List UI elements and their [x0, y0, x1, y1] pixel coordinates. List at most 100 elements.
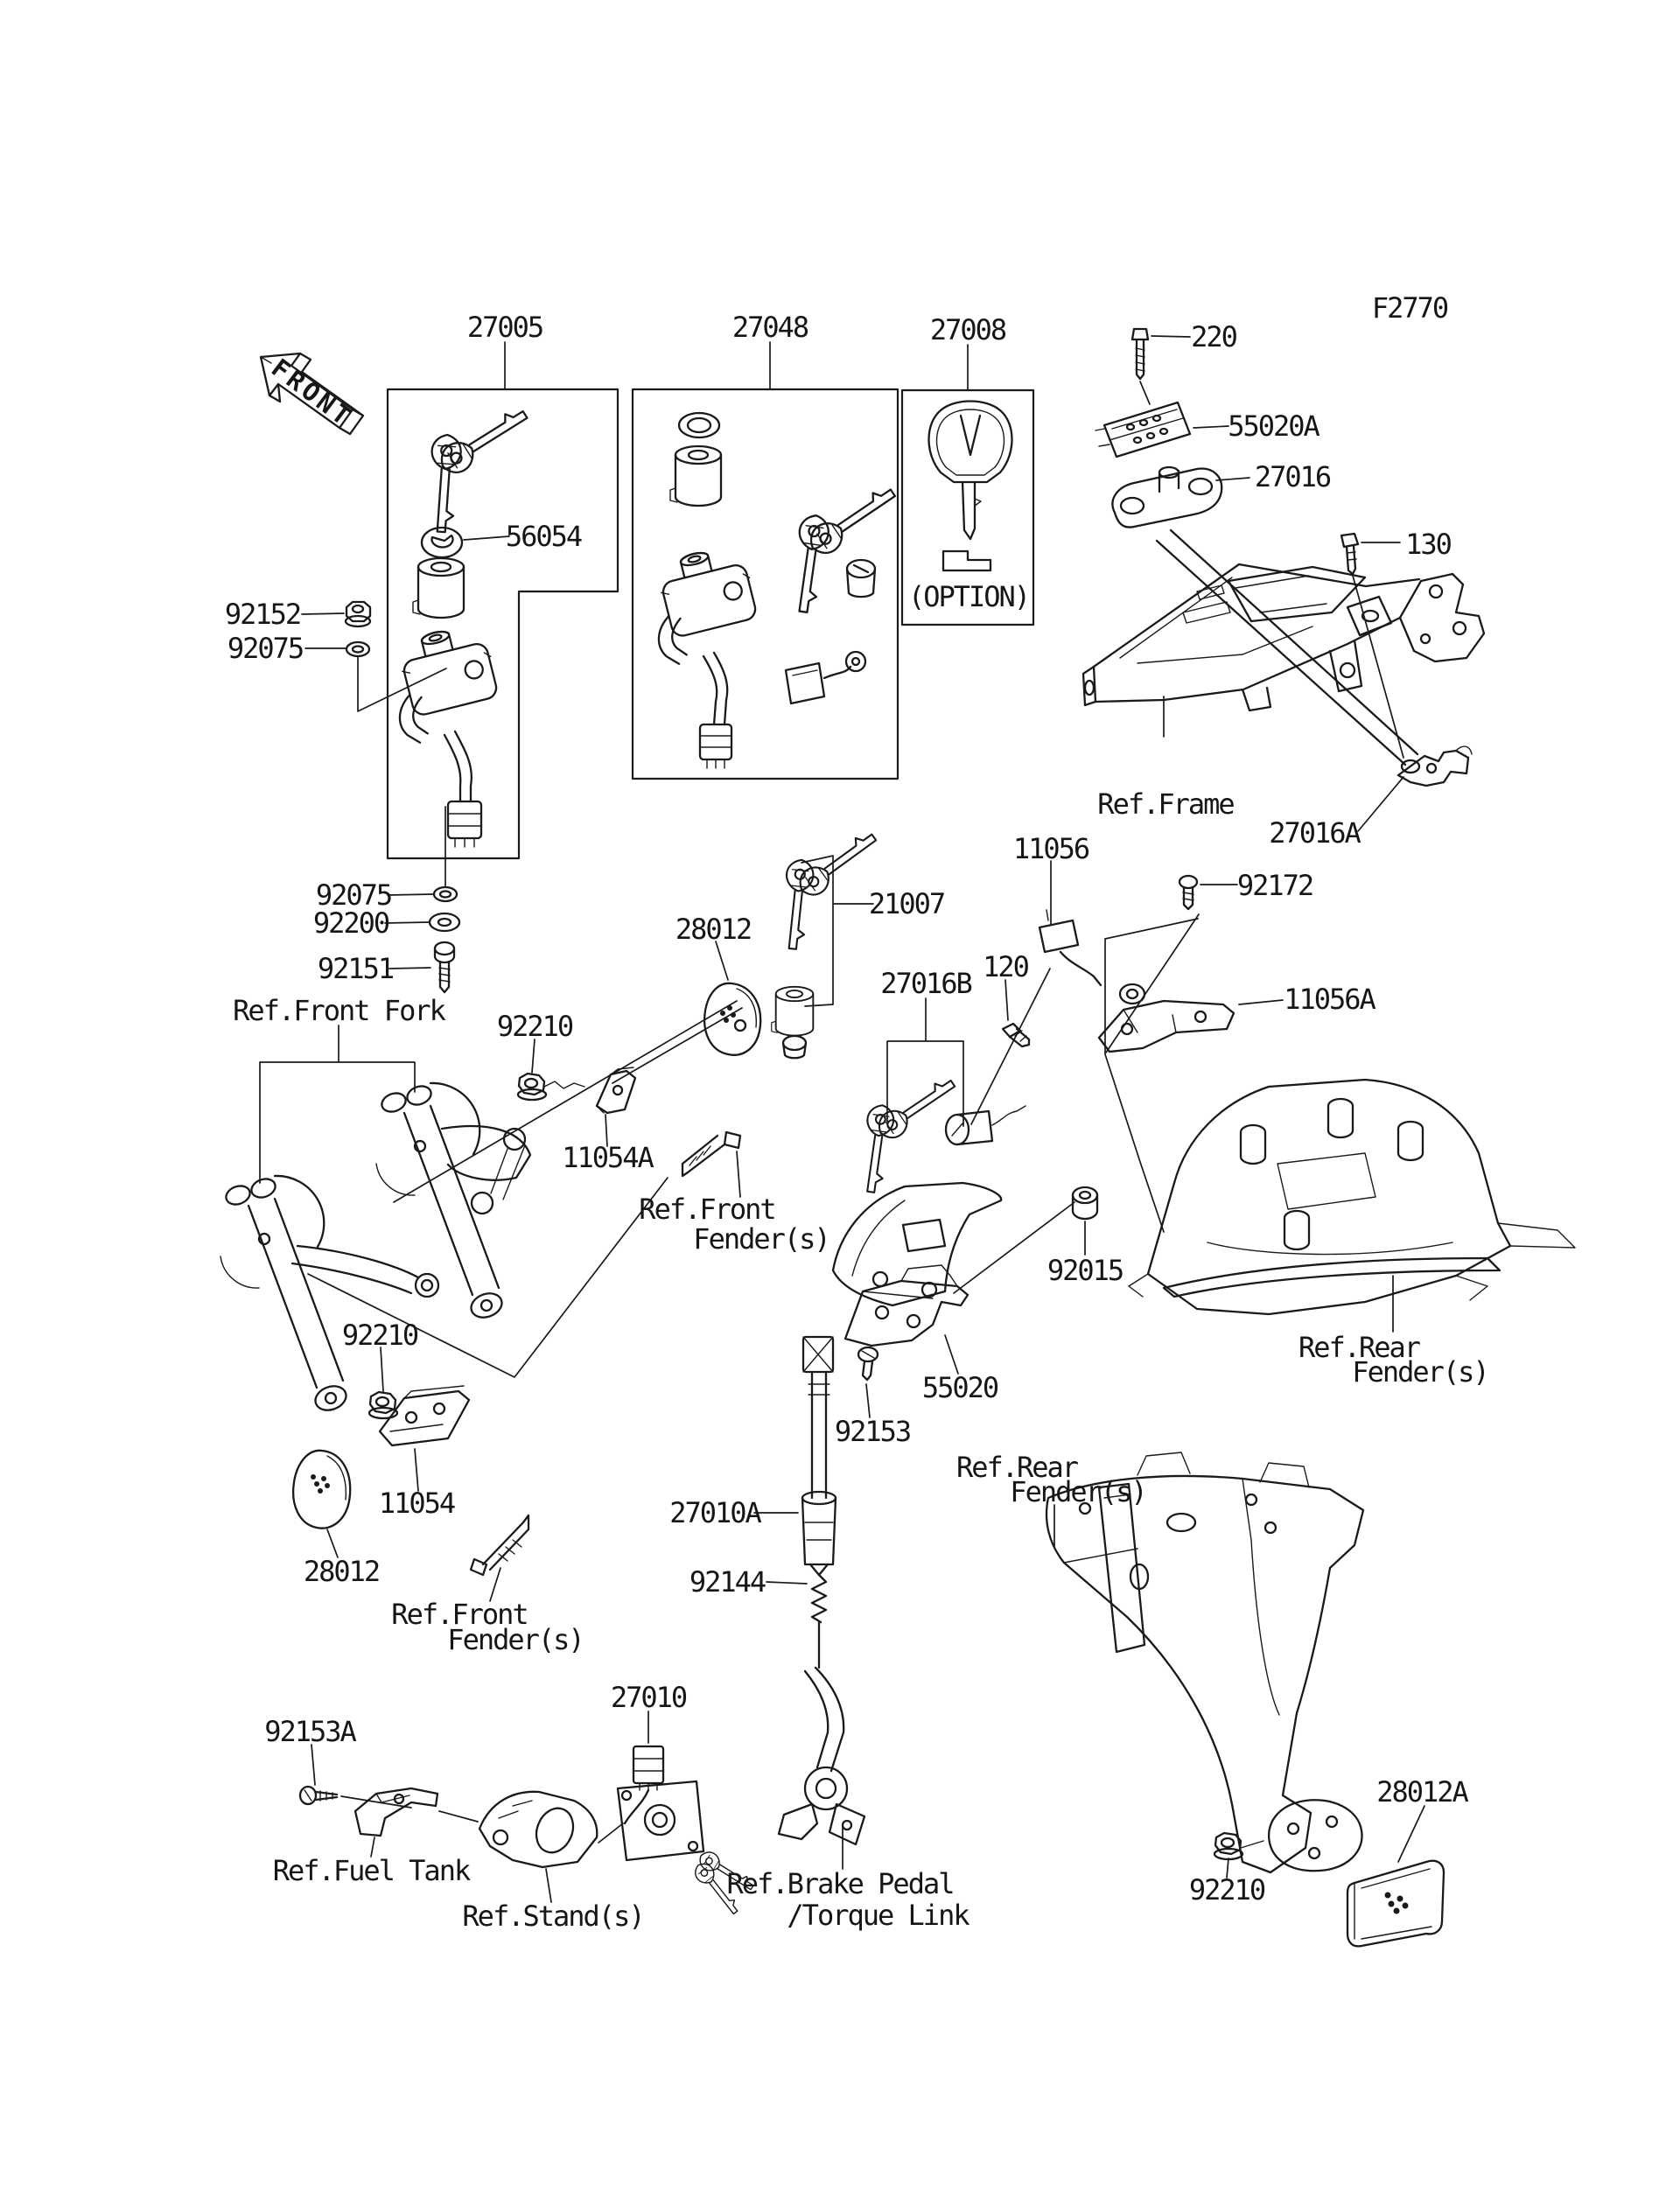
part-label-220: 220	[1191, 320, 1238, 353]
part-label-92200: 92200	[312, 906, 390, 940]
part-label-92075-1: 92075	[227, 632, 304, 665]
ref-rear-fender-1-line2: Fender(s)	[1352, 1355, 1489, 1389]
ref-front-fender-2-line1: Ref.Front	[391, 1598, 528, 1631]
reflector-28012-2	[292, 1449, 352, 1558]
part-label-11056a: 11056A	[1284, 983, 1376, 1016]
ref-brake-pedal-label: Ref.Brake Pedal	[726, 1867, 956, 1900]
bracket-stand	[478, 1790, 624, 1903]
callout-bracket-front-fork	[259, 1025, 416, 1184]
part-label-27016b: 27016B	[880, 967, 973, 1000]
ref-front-fork-label: Ref.Front Fork	[233, 994, 446, 1027]
bolt-front-fender-1	[681, 1130, 742, 1198]
part-label-92015: 92015	[1046, 1254, 1124, 1287]
part-label-92172: 92172	[1236, 869, 1314, 902]
part-label-55020: 55020	[921, 1371, 999, 1404]
ref-front-fender-1-line2: Fender(s)	[693, 1222, 830, 1256]
part-label-27016: 27016	[1254, 460, 1332, 493]
washer-92075-2	[387, 806, 458, 903]
nut-92152	[301, 600, 372, 628]
bolt-120	[1001, 979, 1031, 1048]
bracket-55020	[844, 1264, 970, 1375]
keys-21007	[778, 825, 883, 951]
callout-box-27005	[386, 341, 620, 860]
brake-pedal	[777, 1666, 866, 1870]
bracket-27016a	[1357, 745, 1473, 832]
lock-cylinder-27016b	[944, 1105, 1026, 1146]
part-label-21007: 21007	[868, 887, 946, 920]
keys-27016b	[856, 1072, 962, 1195]
rear-fender-1	[1128, 1078, 1576, 1333]
part-label-27048: 27048	[732, 311, 809, 344]
bracket-11054a	[595, 1067, 637, 1147]
leader-chain-11056a	[1104, 918, 1199, 1233]
part-label-27010: 27010	[610, 1681, 688, 1714]
part-label-11054: 11054	[378, 1487, 456, 1520]
reflector-28012a	[1346, 1805, 1446, 1948]
bolt-130	[1340, 532, 1404, 759]
washer-56054	[420, 526, 510, 559]
washer-92200	[384, 912, 461, 933]
nut-92210-3	[1213, 1831, 1264, 1879]
keys-27005	[425, 402, 535, 535]
cylinder-21007	[770, 985, 815, 1060]
part-label-28012-1: 28012	[675, 913, 752, 946]
part-label-27010a: 27010A	[669, 1496, 762, 1529]
ref-front-fender-1-line1: Ref.Front	[639, 1193, 776, 1226]
part-label-11056: 11056	[1012, 832, 1090, 865]
nut-92210-1	[516, 1039, 585, 1102]
frame	[1082, 563, 1486, 738]
front-arrow	[259, 352, 365, 436]
part-label-28012-2: 28012	[303, 1555, 381, 1588]
bracket-11056a	[1097, 983, 1284, 1053]
part-label-92152: 92152	[224, 598, 302, 631]
callout-box-27008	[900, 344, 1035, 626]
ref-stands-label: Ref.Stand(s)	[462, 1900, 645, 1933]
fork-leader-lines	[307, 1177, 668, 1378]
bolt-220	[1130, 327, 1191, 405]
part-label-27016a: 27016A	[1269, 816, 1362, 850]
switch-27010a	[753, 1335, 837, 1577]
part-label-92210-2: 92210	[341, 1319, 419, 1352]
spring-92144	[766, 1573, 828, 1669]
option-label: (OPTION)	[907, 580, 1031, 613]
switch-27010	[616, 1711, 758, 1919]
ignition-switch-27005	[380, 619, 508, 848]
clamp-27016	[1111, 465, 1250, 528]
bolt-92151	[388, 941, 456, 994]
keys-27048	[787, 479, 902, 615]
ring-27048	[677, 411, 721, 439]
part-label-130: 130	[1405, 528, 1452, 561]
callout-box-27048	[631, 341, 900, 780]
nut-92210-2	[368, 1347, 399, 1420]
part-label-92144: 92144	[689, 1565, 766, 1599]
seat-lock-27048	[784, 650, 867, 705]
cylinder-27005	[411, 556, 466, 619]
bolt-front-fender-2	[469, 1514, 530, 1602]
washer-92075-1	[304, 640, 447, 712]
part-label-92151: 92151	[317, 952, 395, 985]
screw-92153	[857, 1346, 879, 1418]
ref-front-fender-2-line2: Fender(s)	[447, 1623, 584, 1656]
ref-rear-fender-1-line1: Ref.Rear	[1298, 1331, 1421, 1364]
torque-link-label: /Torque Link	[787, 1899, 970, 1932]
key-27008	[928, 400, 1013, 572]
reflector-28012-1	[704, 941, 762, 1056]
figure-code: F2770	[1371, 291, 1449, 325]
cap-27048	[845, 558, 877, 598]
bracket-55020a	[1095, 401, 1229, 458]
ref-rear-fender-2-line1: Ref.Rear	[956, 1451, 1079, 1484]
ref-frame-label: Ref.Frame	[1097, 787, 1235, 821]
bolt-92153a	[298, 1744, 412, 1809]
cylinder-27048	[668, 444, 723, 507]
front-fork	[220, 1081, 532, 1411]
callout-bracket-21007	[801, 855, 874, 1007]
ref-fuel-tank-label: Ref.Fuel Tank	[272, 1854, 471, 1887]
bushing-92015	[953, 1186, 1099, 1294]
callout-bracket-27016b	[886, 997, 964, 1127]
ignition-switch-27048	[639, 541, 767, 769]
part-label-92153: 92153	[834, 1415, 912, 1448]
part-label-56054: 56054	[505, 520, 583, 553]
rear-fender-2	[1045, 1452, 1365, 1874]
axle-rod	[393, 1000, 743, 1203]
